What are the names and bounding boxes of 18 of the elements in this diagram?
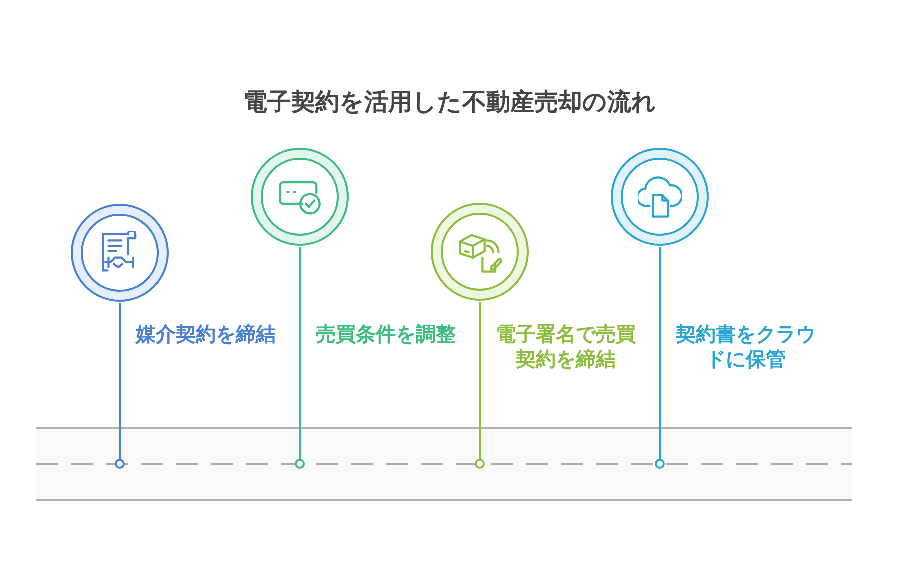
connector-line — [479, 302, 481, 459]
step-circle — [610, 147, 710, 247]
road-band — [36, 427, 852, 501]
step-circle — [70, 203, 170, 303]
diagram-title: 電子契約を活用した不動産売却の流れ — [244, 87, 656, 118]
connector-line — [299, 247, 301, 459]
connector-line — [119, 303, 121, 459]
step-label: 媒介契約を締結 — [134, 322, 277, 347]
step-circle — [430, 202, 530, 302]
step-label: 電子署名で売買契約を締結 — [495, 322, 637, 372]
step-label: 契約書をクラウドに保管 — [674, 322, 817, 372]
timeline-dot — [295, 459, 305, 469]
timeline-dot — [655, 459, 665, 469]
timeline-dot — [115, 459, 125, 469]
connector-line — [659, 247, 661, 459]
step-circle — [250, 147, 350, 247]
timeline-dot — [475, 459, 485, 469]
step-label: 売買条件を調整 — [315, 322, 457, 347]
